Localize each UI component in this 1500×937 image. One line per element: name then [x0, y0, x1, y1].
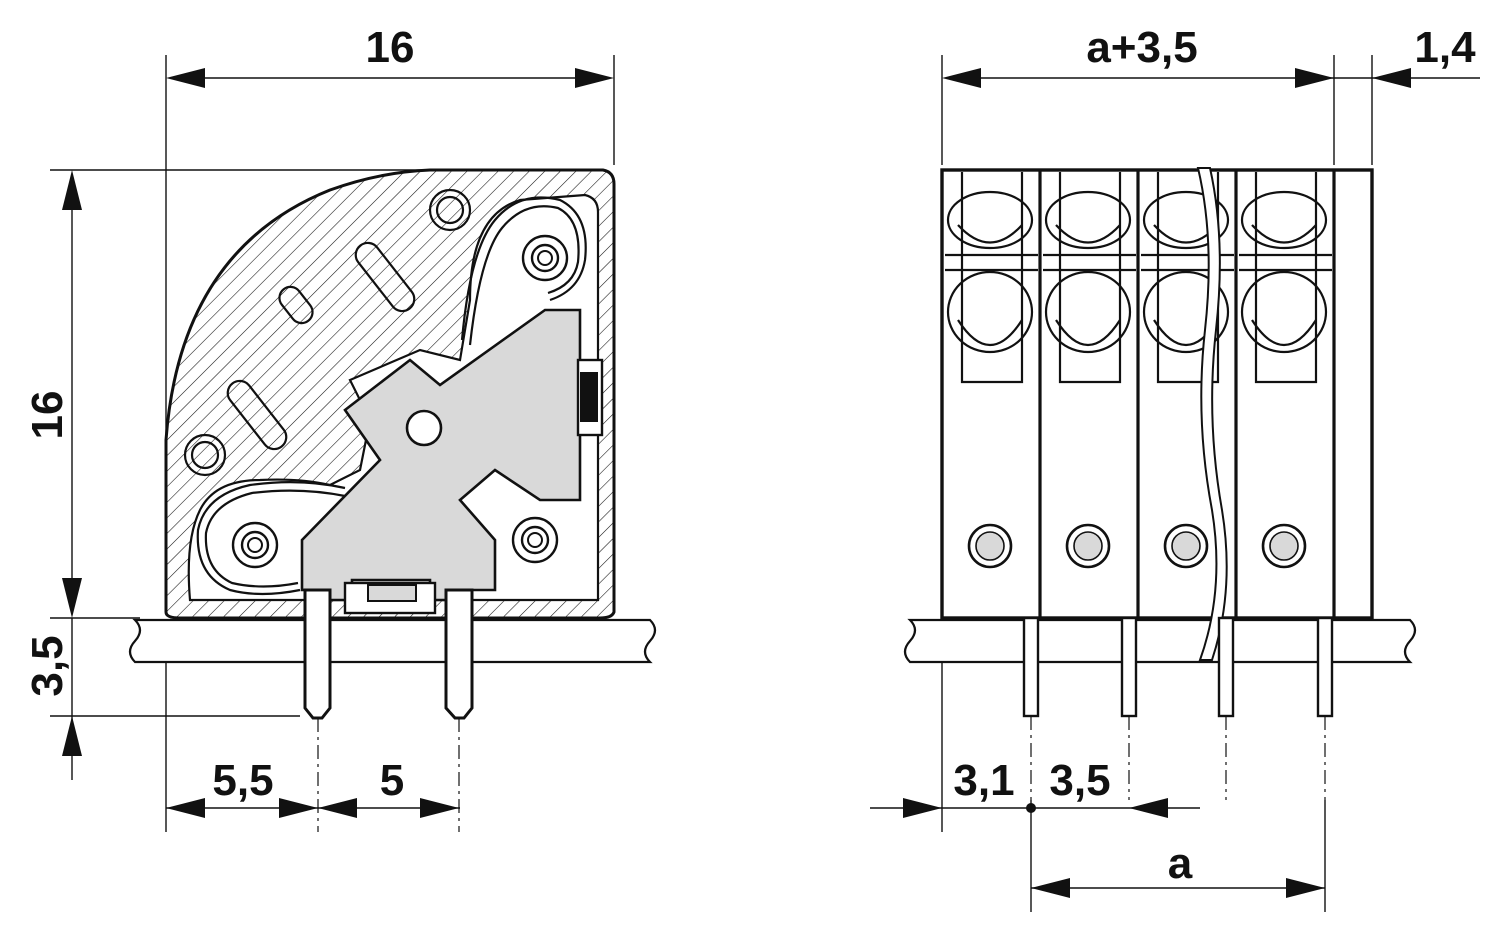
pole-1: [945, 172, 1038, 569]
dim-label-first-pin: 3,1: [953, 756, 1014, 805]
solder-pins-front: [1022, 616, 1334, 800]
dim-label-edge: 1,4: [1414, 23, 1476, 72]
dim-label-offset: 5,5: [212, 756, 273, 805]
pole-4: [1239, 172, 1332, 569]
pcb-board-side: [128, 618, 657, 664]
dim-label-pitch: 5: [380, 756, 404, 805]
dimension-height-16: 16: [23, 169, 432, 619]
dim-label-pin-length: 3,5: [23, 635, 72, 696]
dim-label-pin-pitch: 3,5: [1049, 756, 1110, 805]
dimension-pin-spacing: 3,1 3,5: [870, 662, 1200, 832]
dimension-pin-length: 3,5: [23, 618, 300, 780]
dimension-pin-offsets: 5,5 5: [165, 662, 460, 832]
break-line: [1196, 167, 1228, 661]
solder-pins-side: [303, 588, 474, 832]
dimension-width-16: 16: [165, 23, 615, 612]
dim-label-height: 16: [23, 391, 72, 440]
dim-label-total: a+3,5: [1086, 23, 1197, 72]
pcb-board-front: [903, 618, 1417, 664]
dim-label-span: a: [1168, 839, 1193, 888]
side-view: 16 16 3,5 5,5 5: [23, 23, 657, 832]
dim-label-width: 16: [366, 23, 415, 72]
contact-plate: [231, 234, 604, 615]
dimension-span-a: a: [1030, 800, 1326, 912]
dimension-total-width: a+3,5 1,4: [941, 23, 1480, 165]
pole-2: [1043, 172, 1136, 569]
front-view: a+3,5 1,4 3,1 3,5 a: [870, 23, 1480, 912]
